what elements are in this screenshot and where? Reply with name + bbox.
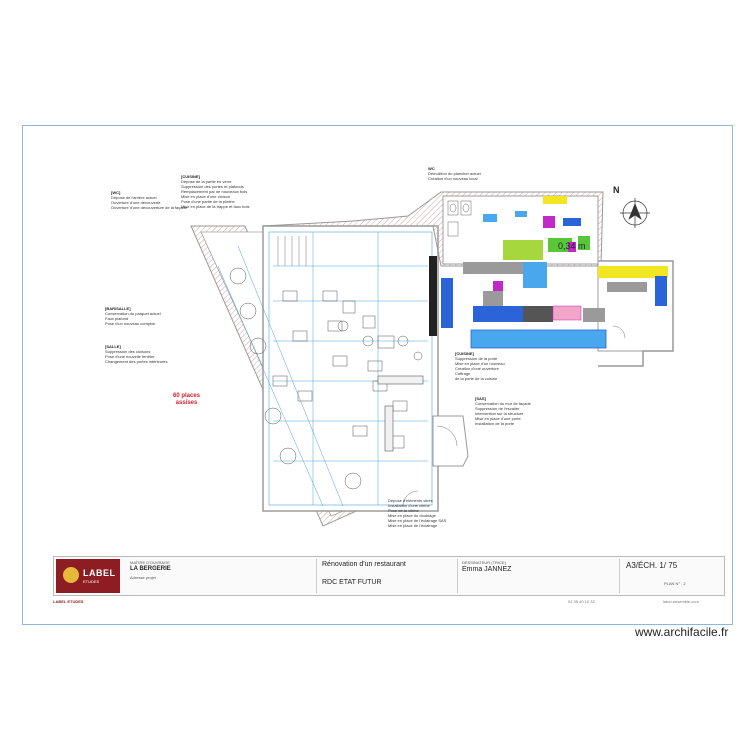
footer-website: label-ensemble.com: [663, 599, 699, 604]
note-line: Mise en place du doublage: [388, 513, 436, 518]
note-title: [SALLE]: [105, 344, 121, 349]
footer-brand: LABEL ETUDES: [53, 599, 84, 604]
tables: [229, 267, 423, 490]
watermark: www.archifacile.fr: [635, 625, 729, 639]
north-arrow: [620, 198, 650, 228]
bar-counter: [377, 375, 424, 385]
stairs: [277, 236, 307, 266]
divider: [457, 559, 458, 593]
note-title: WC: [428, 166, 435, 171]
note-facade: Dépose d'éléments vitrés Installation d'…: [388, 498, 446, 528]
note-line: Installation d'une vitrine: [388, 503, 430, 508]
note-line: Changement des portes intérieures: [105, 359, 168, 364]
note-line: Dépose d'éléments vitrés: [388, 498, 433, 503]
main-room: [262, 225, 439, 512]
annex-wall: [598, 260, 674, 367]
note-title: [SAS]: [475, 396, 486, 401]
note-title: [CUISINE]: [455, 351, 474, 356]
note-salle: [SALLE] Suppression des cloisons Pose d'…: [105, 344, 167, 364]
note-line: Intervention sur la structure: [475, 411, 524, 416]
title-block: LABEL ETUDES MAÎTRE D'OUVRAGE LA BERGERI…: [53, 556, 725, 596]
main-room-inner: [268, 231, 433, 506]
note-sas: [SAS] Conservation du mur de façade Supp…: [475, 396, 531, 426]
company-logo: LABEL ETUDES: [56, 559, 120, 593]
divider: [316, 559, 317, 593]
note-line: Dépose de l'arrière actuel: [111, 195, 157, 200]
note-line: Mise en place de l'éclairage SAS: [388, 518, 447, 523]
note-line: Suppression des portes et plafonds: [181, 184, 244, 189]
note-line: Ouverture d'une découverture de la façad…: [111, 205, 187, 210]
note-kitchen-top: [CUISINE] Dépose de la partie en verre S…: [181, 174, 250, 209]
dimension-label: 0,34 m: [558, 241, 586, 251]
note-line: Démolition du plancher actuel: [428, 171, 481, 176]
logo-mark-icon: [63, 567, 79, 583]
footer-phone: 02 35 40 10 33: [568, 599, 595, 604]
note-line: Conservation du parquet actuel: [105, 311, 161, 316]
seats-line-1: 60 places: [173, 393, 201, 399]
floor-plan: [188, 191, 674, 527]
dining-room-walls: [188, 221, 258, 224]
note-line: Mise en place de la trappe et faux bois: [181, 204, 250, 209]
note-line: Pose d'un nouveau comptoir: [105, 321, 156, 326]
note-line: de la porte de la cuisine: [455, 376, 498, 381]
note-line: Mise en place d'une cloison: [181, 194, 231, 199]
client-address: Adresse projet: [130, 575, 156, 580]
north-label: N: [613, 185, 620, 195]
divider: [619, 559, 620, 593]
client-name: LA BERGERIE: [130, 566, 171, 572]
seats-count: 60 places assises: [173, 393, 200, 407]
note-line: Coffrage: [455, 371, 471, 376]
note-line: Pose d'une partie de la plinthe: [181, 199, 235, 204]
kitchen-equipment: [441, 196, 668, 349]
note-kitchen-right: [CUISINE] Suppression de la porte Mise e…: [455, 351, 505, 381]
note-line: Mise en place d'une porte: [475, 416, 521, 421]
note-line: Installation de la porte: [475, 421, 515, 426]
note-line: Conservation du mur de façade: [475, 401, 531, 406]
designer-label: DESSINATEUR (TRICE): [462, 560, 506, 565]
note-line: Dépose de la partie en verre: [181, 179, 232, 184]
wc-fixtures: [447, 200, 472, 237]
note-title: [WC]: [111, 190, 121, 195]
note-line: Suppression de l'escalier: [475, 406, 520, 411]
logo-subtext: ETUDES: [83, 579, 100, 584]
title-block-footer: LABEL ETUDES 02 35 40 10 33 label-ensemb…: [53, 599, 725, 607]
seats-line-2: assises: [175, 400, 198, 406]
note-line: Ouverture d'une découverte: [111, 200, 161, 205]
plan-sheet: N 0,34 m 60 places assises [WC] Dépose d…: [22, 125, 733, 625]
plan-layout-lines: [217, 232, 428, 507]
project-title: Rénovation d'un restaurant: [322, 561, 406, 568]
note-line: Création d'un nouveau local: [428, 176, 478, 181]
note-line: Suppression de la porte: [455, 356, 498, 361]
note-wc: [WC] Dépose de l'arrière actuel Ouvertur…: [111, 190, 187, 210]
note-line: Remplacement par de nouveaux bois: [181, 189, 248, 194]
note-line: Suppression des cloisons: [105, 349, 151, 354]
bar-counter-2: [384, 405, 394, 452]
sas-room: [432, 415, 469, 467]
sheet-format: A3/ÉCH. 1/ 75: [626, 561, 678, 570]
note-line: Mise en place d'un nouveau: [455, 361, 505, 366]
partition-wall: [429, 256, 437, 336]
client-label: MAÎTRE D'OUVRAGE: [130, 560, 170, 565]
note-title: [CUISINE]: [181, 174, 200, 179]
note-title: [BAR/SALLE]: [105, 306, 131, 311]
note-line: Création d'une ouverture: [455, 366, 499, 371]
note-line: Mise en place de l'éclairage: [388, 523, 438, 528]
door-swings: [402, 325, 626, 507]
drawing-title: RDC ETAT FUTUR: [322, 579, 382, 586]
designer-name: Emma JANNEZ: [462, 566, 512, 573]
plan-number: PLAN N° : 2: [664, 581, 686, 586]
note-line: Pose d'une nouvelle fenêtre: [105, 354, 155, 359]
note-wc-right: WC Démolition du plancher actuel Créatio…: [428, 166, 481, 181]
note-line: Pose de la vitrine: [388, 508, 419, 513]
note-bar: [BAR/SALLE] Conservation du parquet actu…: [105, 306, 161, 326]
logo-text: LABEL: [83, 568, 116, 578]
note-line: Faux plafond: [105, 316, 129, 321]
